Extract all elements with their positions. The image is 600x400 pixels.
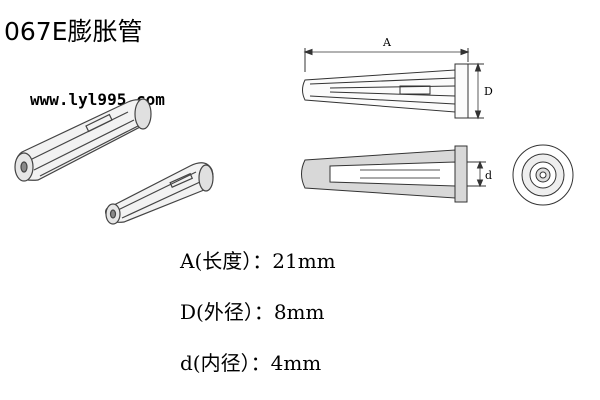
anchor-3d-small: [105, 162, 214, 225]
label-d: d: [485, 169, 492, 182]
spec-inner-diameter: d(内径）：4mm: [180, 351, 322, 375]
label-D: D: [484, 85, 493, 98]
label-A: A: [382, 36, 392, 49]
anchor-3d-large: [14, 98, 152, 182]
product-title: 067E膨胀管: [4, 17, 143, 46]
end-view: [512, 144, 574, 206]
spec-outer-diameter: D(外径）：8mm: [180, 300, 325, 324]
section-view: [301, 145, 486, 203]
spec-length: A(长度）：21mm: [180, 249, 336, 273]
side-view: [302, 48, 484, 120]
